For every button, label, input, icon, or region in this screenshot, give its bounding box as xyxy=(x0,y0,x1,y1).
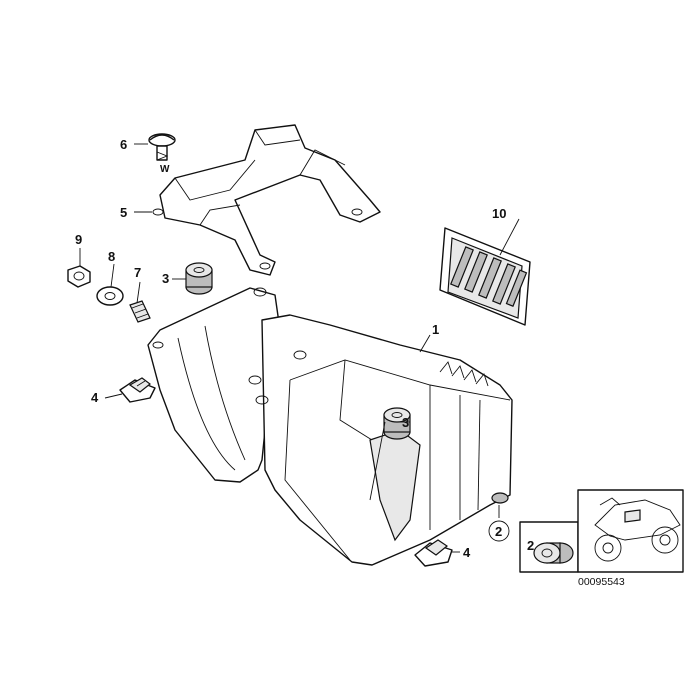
callout-10: 10 xyxy=(492,206,506,221)
inset-buffer-box xyxy=(519,521,579,573)
clip-left xyxy=(119,377,156,403)
callout-9: 9 xyxy=(75,232,82,247)
callout-6: 6 xyxy=(120,137,127,152)
callout-2-tray: 2 xyxy=(495,524,502,539)
clip-lower xyxy=(414,539,453,567)
callout-3-lower: 3 xyxy=(402,415,409,430)
callout-5: 5 xyxy=(120,205,127,220)
diagram-reference-number: 00095543 xyxy=(578,576,625,588)
callout-8: 8 xyxy=(108,249,115,264)
hex-nut xyxy=(67,265,91,288)
callout-3-upper: 3 xyxy=(162,271,169,286)
push-rivet: W xyxy=(148,133,176,175)
callout-labels: 1 2 2 3 3 4 4 5 6 7 8 9 10 00095543 xyxy=(75,137,625,588)
battery-tray xyxy=(147,287,513,566)
grommet-lower xyxy=(383,407,411,440)
threaded-stud xyxy=(129,300,151,323)
label-plate xyxy=(439,227,531,326)
motorcycle-thumbnail xyxy=(577,489,684,573)
callout-1: 1 xyxy=(432,322,439,337)
upper-bracket xyxy=(152,124,381,276)
callout-7: 7 xyxy=(134,265,141,280)
callout-4-lower: 4 xyxy=(463,545,471,560)
washer xyxy=(96,286,124,306)
grommet-upper xyxy=(185,262,213,295)
svg-text:W: W xyxy=(160,164,170,175)
callout-2-inset: 2 xyxy=(527,538,534,553)
callout-2-circle xyxy=(488,520,510,542)
callout-4-left: 4 xyxy=(91,390,99,405)
leader-lines xyxy=(79,143,520,553)
